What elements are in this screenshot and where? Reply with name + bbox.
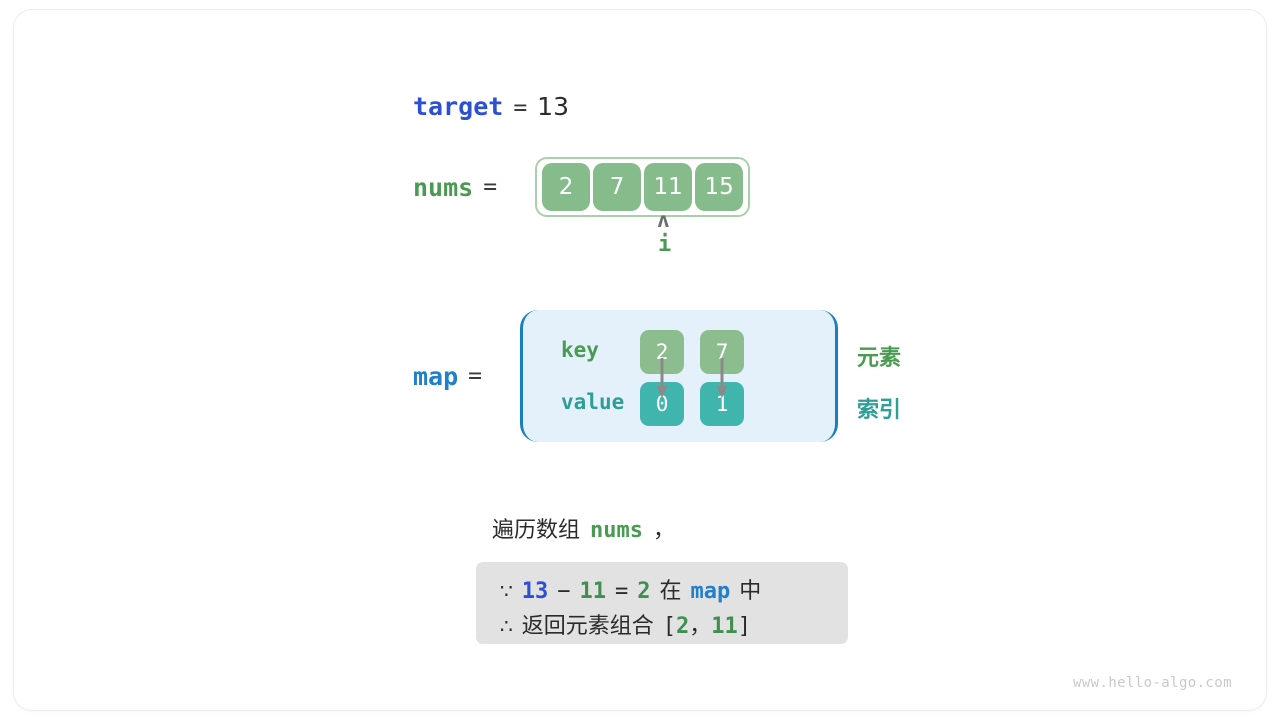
legend-element-label: 元素: [857, 346, 902, 371]
map-value-row-label: value: [561, 390, 625, 414]
array-cell: 15: [695, 163, 744, 211]
result-map-name: map: [690, 579, 731, 604]
result-within-text: 中: [739, 579, 762, 604]
result-pair-first: 2: [676, 614, 690, 639]
result-line-1: ∵ 13 − 11 = 2 在 map 中: [500, 573, 761, 605]
nums-variable-name: nums: [413, 172, 474, 202]
caption-line: 遍历数组 nums ，: [492, 512, 675, 544]
result-equals-operator: =: [614, 579, 629, 604]
nums-equals-sign: =: [483, 174, 498, 200]
index-pointer-caret-icon: ʌ: [657, 208, 670, 232]
watermark: www.hello-algo.com: [1073, 675, 1232, 691]
index-pointer-label: i: [658, 232, 672, 257]
target-equals-sign: =: [513, 95, 528, 121]
key-to-value-arrow-icon: [716, 358, 728, 398]
caption-suffix: ，: [653, 518, 676, 543]
result-pair-comma: ，: [689, 614, 712, 639]
map-key-cell: 2: [640, 330, 685, 374]
result-minus-operator: −: [557, 579, 571, 604]
map-container: key value 2 7 0 1: [520, 310, 839, 442]
result-target-value: 13: [521, 579, 549, 604]
key-to-value-arrow-icon: [656, 358, 668, 398]
result-current-value: 11: [579, 579, 606, 604]
map-equals-sign: =: [468, 363, 483, 389]
result-in-text: 在: [659, 579, 682, 604]
result-bracket-close: ]: [737, 614, 752, 639]
result-return-text: 返回元素组合: [521, 614, 654, 639]
legend-index-label: 索引: [857, 398, 902, 423]
caption-variable: nums: [590, 518, 643, 543]
array-cell: 11: [644, 163, 693, 211]
map-variable-name: map: [413, 361, 459, 391]
result-box: ∵ 13 − 11 = 2 在 map 中 ∴ 返回元素组合 [ 2 ， 11 …: [476, 562, 848, 644]
result-bracket-open: [: [662, 614, 676, 639]
target-value: 13: [537, 92, 569, 121]
map-key-row-label: key: [561, 338, 599, 362]
because-symbol-icon: ∵: [500, 579, 513, 603]
result-line-2: ∴ 返回元素组合 [ 2 ， 11 ]: [500, 608, 751, 640]
result-pair-second: 11: [711, 614, 738, 639]
nums-array-frame: 2 7 11 15: [535, 157, 751, 217]
map-row: map = key value 2 7 0 1: [413, 310, 839, 442]
result-complement-value: 2: [637, 579, 651, 604]
target-row: target = 13: [413, 92, 569, 121]
therefore-symbol-icon: ∴: [500, 614, 513, 638]
target-variable-name: target: [413, 92, 504, 121]
caption-prefix: 遍历数组: [492, 518, 581, 543]
array-cell: 2: [542, 163, 591, 211]
nums-row: nums = 2 7 11 15: [413, 157, 751, 217]
array-cell: 7: [593, 163, 642, 211]
